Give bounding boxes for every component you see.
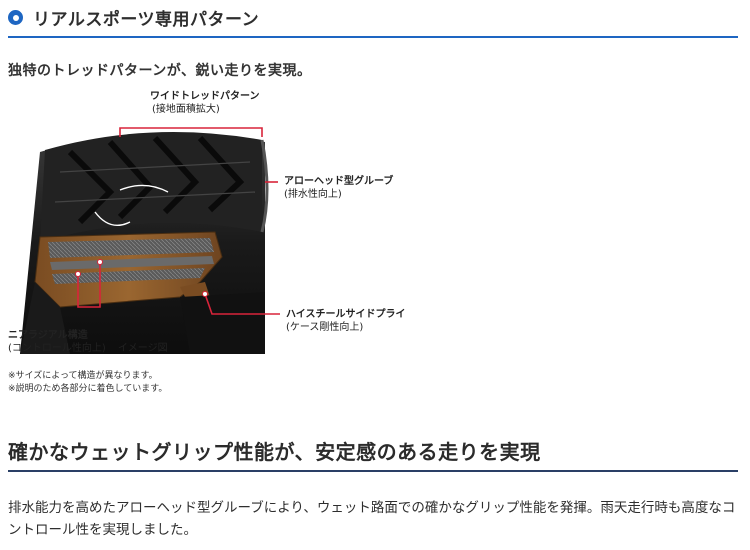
callout-line-wide-tread bbox=[119, 127, 263, 137]
callout-arrow-groove-sub: (排水性向上) bbox=[284, 189, 342, 200]
callout-radial: ニアラジアル構造 (コントロール性向上) イメージ図 bbox=[8, 329, 168, 355]
figure-note: ※サイズによって構造が異なります。 bbox=[8, 371, 158, 381]
callout-wide-tread-main: ワイドトレッドパターン bbox=[150, 91, 260, 102]
callout-line-radial bbox=[77, 262, 101, 308]
tire-cutaway-figure: ワイドトレッドパターン (接地面積拡大) アローヘッド型グルーブ (排水性向上)… bbox=[0, 82, 440, 367]
section1-header: リアルスポーツ専用パターン bbox=[8, 5, 259, 30]
callout-arrow-groove-main: アローヘッド型グルーブ bbox=[284, 176, 394, 187]
callout-arrow-groove: アローヘッド型グルーブ (排水性向上) bbox=[284, 175, 393, 201]
tire-cutaway-layers bbox=[34, 231, 223, 308]
callout-wide-tread-sub: (接地面積拡大) bbox=[152, 104, 220, 115]
section1-lead: 独特のトレッドパターンが、鋭い走りを実現。 bbox=[8, 63, 312, 79]
section2-body: 排水能力を高めたアローヘッド型グルーブにより、ウェット路面での確かなグリップ性能… bbox=[8, 500, 736, 538]
callout-radial-sub: (コントロール性向上) bbox=[8, 343, 106, 354]
callout-side-ply-main: ハイスチールサイドプライ bbox=[286, 309, 406, 320]
callout-lines bbox=[77, 127, 280, 315]
section1-divider bbox=[8, 36, 738, 38]
tire-illustration bbox=[20, 127, 280, 354]
ring-bullet-icon bbox=[8, 10, 23, 25]
section2-title: 確かなウェットグリップ性能が、安定感のある走りを実現 bbox=[8, 440, 541, 464]
callout-line-side-ply bbox=[204, 293, 280, 315]
section1-title: リアルスポーツ専用パターン bbox=[33, 10, 260, 30]
callout-side-ply-sub: (ケース剛性向上) bbox=[286, 322, 364, 333]
callout-dot-side-ply bbox=[202, 291, 208, 297]
figure-note: ※説明のため各部分に着色しています。 bbox=[8, 384, 168, 394]
callout-wide-tread: ワイドトレッドパターン (接地面積拡大) bbox=[150, 90, 260, 116]
section2-divider bbox=[8, 470, 738, 472]
callout-side-ply: ハイスチールサイドプライ (ケース剛性向上) bbox=[286, 308, 406, 334]
figure-notes: ※サイズによって構造が異なります。 ※説明のため各部分に着色しています。 bbox=[8, 370, 167, 396]
tread-highlight-2 bbox=[94, 211, 131, 226]
figure-caption: イメージ図 bbox=[117, 343, 168, 354]
tread-highlight-1 bbox=[119, 184, 169, 193]
callout-dot-radial-2 bbox=[75, 271, 81, 277]
callout-radial-main: ニアラジアル構造 bbox=[8, 330, 88, 341]
tire-sidewall bbox=[20, 282, 265, 354]
callout-dot-radial bbox=[97, 259, 103, 265]
